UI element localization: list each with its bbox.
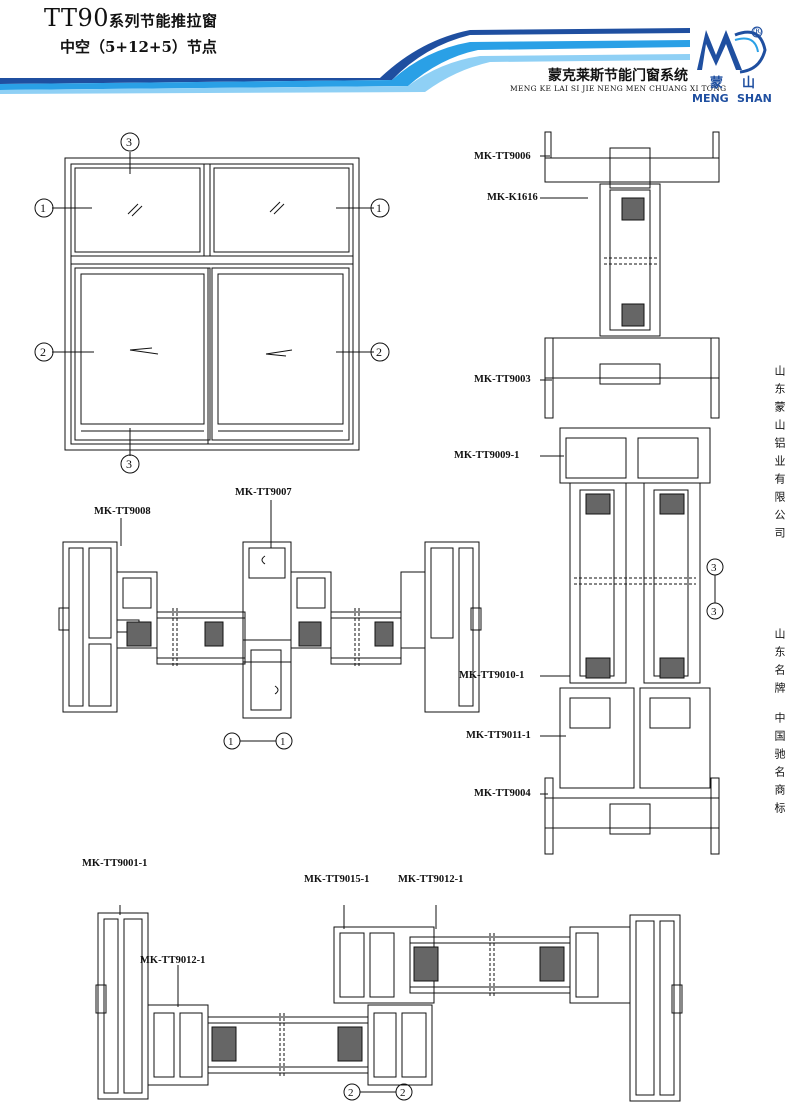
section-2-2-caption-b: 2: [400, 1087, 406, 1099]
brand-name-cn: 蒙克莱斯节能门窗系统: [548, 68, 688, 84]
logo-char-right: 山: [742, 76, 756, 91]
label-mk-tt9008: MK-TT9008: [94, 506, 151, 517]
elevation-marker-left-mid: 2: [40, 345, 46, 359]
award-shandong-brand: 山东名牌: [773, 628, 786, 700]
section-1-1-drawing: 1 1: [58, 500, 482, 750]
label-mk-tt9007: MK-TT9007: [235, 487, 292, 498]
section-2-2-drawing: 2 2: [95, 905, 683, 1102]
brand-name-en: MENG KE LAI SI JIE NENG MEN CHUANG XI TO…: [510, 84, 727, 93]
title-code: TT90: [44, 4, 109, 32]
label-mk-tt9011-1: MK-TT9011-1: [466, 730, 531, 741]
section-1-1-caption-b: 1: [280, 736, 286, 748]
page-title: TT90系列节能推拉窗: [44, 4, 218, 32]
section-1-1-caption-a: 1: [228, 736, 234, 748]
section-2-2-caption-a: 2: [348, 1087, 354, 1099]
label-mk-tt9010-1: MK-TT9010-1: [459, 670, 525, 681]
elevation-marker-left-top: 1: [40, 201, 46, 215]
label-mk-tt9006: MK-TT9006: [474, 151, 531, 162]
section-3-3-caption-a: 3: [711, 562, 717, 574]
label-mk-tt9015-1: MK-TT9015-1: [304, 874, 370, 885]
label-mk-k1616: MK-K1616: [487, 192, 538, 203]
registered-mark: ®: [752, 25, 763, 38]
label-mk-tt9004: MK-TT9004: [474, 788, 531, 799]
header-banner: [0, 26, 767, 94]
window-elevation: 3 1 1 2 2 3: [34, 132, 390, 474]
title-series: 系列节能推拉窗: [109, 12, 218, 30]
award-china-trademark: 中国驰名商标: [773, 712, 786, 820]
logo-char-left: 蒙: [710, 76, 724, 91]
label-mk-tt9012-1-right: MK-TT9012-1: [398, 874, 464, 885]
elevation-marker-bottom: 3: [126, 457, 132, 471]
label-mk-tt9001-1: MK-TT9001-1: [82, 858, 148, 869]
logo-text-left: MENG: [692, 92, 729, 105]
section-3-3-drawing: [540, 131, 720, 855]
section-3-3-caption: 3 3: [706, 558, 724, 620]
label-mk-tt9009-1: MK-TT9009-1: [454, 450, 520, 461]
elevation-marker-top: 3: [126, 135, 132, 149]
label-mk-tt9012-1-left: MK-TT9012-1: [140, 955, 206, 966]
elevation-marker-right-mid: 2: [376, 345, 382, 359]
elevation-marker-right-top: 1: [376, 201, 382, 215]
section-3-3-caption-b: 3: [711, 606, 717, 618]
logo-text-right: SHAN: [737, 92, 772, 105]
label-mk-tt9003: MK-TT9003: [474, 374, 531, 385]
company-name: 山东蒙山铝业有限公司: [773, 365, 786, 545]
page-subtitle: 中空（5+12+5）节点: [60, 38, 217, 56]
